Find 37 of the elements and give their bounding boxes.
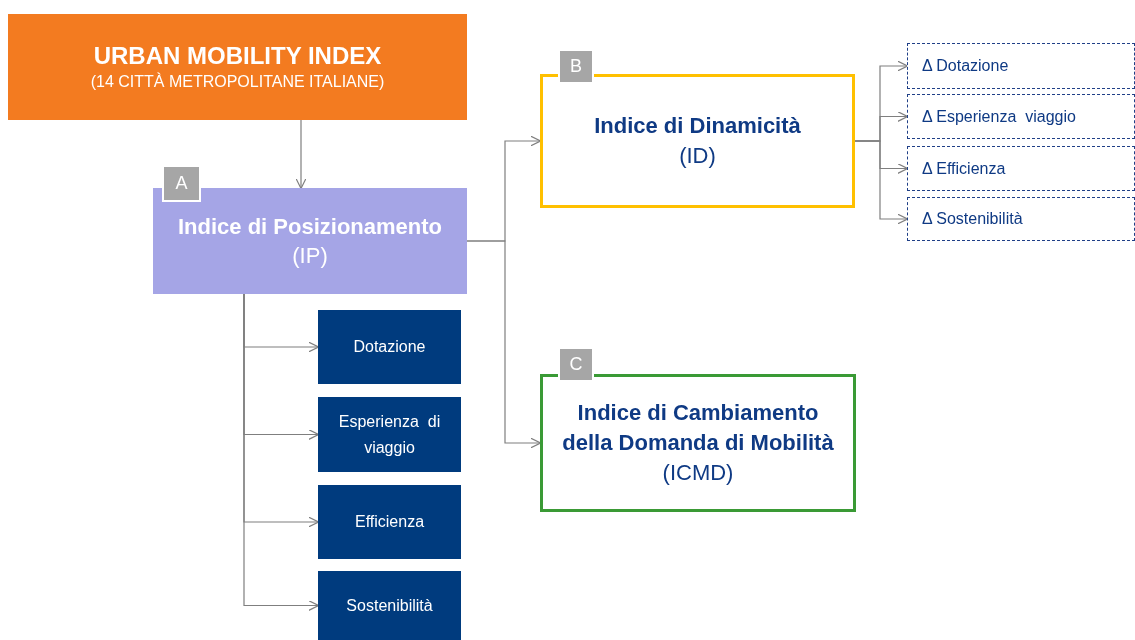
index-box <box>540 374 856 512</box>
letter-badge <box>162 165 201 202</box>
index-abbreviation: (ICMD) <box>662 459 734 487</box>
letter-badge <box>558 49 594 84</box>
delta-label: Δ Sostenibilità <box>922 209 1023 229</box>
delta-box <box>907 146 1135 191</box>
index-title: Indice di Cambiamento della Domanda di Mobilità <box>561 399 835 457</box>
component-box <box>318 397 461 472</box>
letter-badge <box>558 347 594 382</box>
index-box <box>540 74 855 208</box>
component-box <box>318 485 461 559</box>
delta-label: Δ Efficienza <box>922 158 1006 179</box>
delta-box <box>907 94 1135 139</box>
badge-letter: B <box>570 55 582 78</box>
delta-label: Δ Esperienza viaggio <box>922 106 1076 127</box>
box-subtitle: (14 CITTÀ METROPOLITANE ITALIANE) <box>90 71 385 92</box>
title-box <box>8 14 467 120</box>
badge-letter: C <box>569 353 583 376</box>
component-label: Sostenibilità <box>345 595 434 616</box>
index-box <box>153 188 467 294</box>
connector-arrow <box>295 119 307 190</box>
index-title: Indice di Dinamicità <box>594 112 801 140</box>
index-abbreviation: (IP) <box>292 242 328 270</box>
connector-arrow <box>854 140 909 225</box>
component-box <box>318 310 461 384</box>
index-abbreviation: (ID) <box>679 142 716 170</box>
badge-letter: A <box>175 172 188 195</box>
component-label: Esperienza di viaggio <box>337 411 442 458</box>
component-label: Efficienza <box>353 512 426 532</box>
connector-arrow <box>466 240 542 449</box>
index-title: Indice di Posizionamento <box>177 213 442 241</box>
box-title: URBAN MOBILITY INDEX <box>93 41 382 71</box>
component-box <box>318 571 461 640</box>
delta-box <box>907 43 1135 89</box>
delta-box <box>907 197 1135 241</box>
delta-label: Δ Dotazione <box>922 56 1009 76</box>
component-label: Dotazione <box>352 337 427 357</box>
